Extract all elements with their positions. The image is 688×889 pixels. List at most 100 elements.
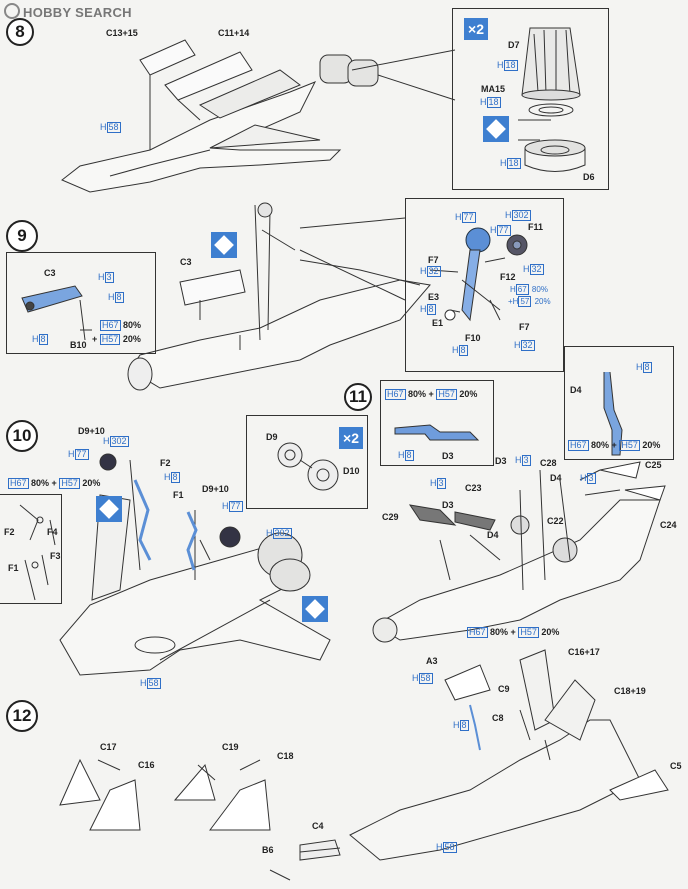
part-c17: C17	[100, 742, 117, 752]
x2-badge: ×2	[339, 427, 363, 449]
part-d6: D6	[583, 172, 595, 182]
part-c25: C25	[645, 460, 662, 470]
step9-gear-detail	[429, 227, 528, 322]
part-f7: F7	[519, 322, 530, 332]
part-c24: C24	[660, 520, 677, 530]
part-e1: E1	[432, 318, 444, 328]
paint-mix-h67-h57: H67 80% + H57 20%	[8, 478, 101, 489]
step9-gear-box	[405, 198, 564, 372]
paint-mix-h67-h57: H67 80% + H57 20%	[385, 389, 478, 400]
part-d3: D3	[495, 456, 507, 466]
step-9: 9	[6, 220, 38, 252]
part-c29: C29	[382, 512, 399, 522]
part-d3: D3	[442, 500, 454, 510]
part-d4: D4	[550, 473, 562, 483]
cement-icon	[302, 596, 328, 622]
part-b10: B10	[70, 340, 87, 350]
part-d3: D3	[442, 451, 454, 461]
paint-mix-h67-h57: H67 80% + H57 20%	[467, 627, 560, 638]
step-10: 10	[6, 420, 38, 452]
watermark-text: HOBBY SEARCH	[23, 5, 132, 20]
part-e3: E3	[428, 292, 440, 302]
step11-d4-inset	[603, 371, 623, 456]
part-f3: F3	[50, 551, 61, 561]
part-f10: F10	[465, 333, 481, 343]
part-d4: D4	[487, 530, 499, 540]
part-c16: C16	[138, 760, 155, 770]
step8-detail-box	[452, 8, 609, 190]
step11-d4-box	[564, 346, 674, 460]
step10-inset	[19, 504, 56, 601]
step-8: 8	[6, 18, 34, 46]
part-c3: C3	[44, 268, 56, 278]
part-c13-15: C13+15	[106, 28, 138, 38]
part-b6: B6	[262, 845, 274, 855]
step9-airframe	[127, 202, 431, 391]
step8-exhaust-detail	[518, 27, 586, 172]
part-c9: C9	[498, 684, 510, 694]
step11-d3-inset	[394, 424, 480, 441]
part-f1: F1	[8, 563, 19, 573]
paint-mix-h67: H67 80%	[100, 320, 142, 331]
part-f2: F2	[4, 527, 15, 537]
paint-mix-h57: + H57 20%	[92, 334, 141, 345]
logo-icon	[4, 3, 20, 19]
step8-airframe	[61, 39, 456, 193]
part-c5: C5	[670, 761, 682, 771]
step-12: 12	[6, 700, 38, 732]
part-ma15: MA15	[481, 84, 506, 94]
part-c18: C18	[277, 751, 294, 761]
part-c28: C28	[540, 458, 557, 468]
cement-icon	[96, 496, 122, 522]
watermark: HOBBY SEARCH	[4, 3, 132, 20]
part-c19: C19	[222, 742, 239, 752]
part-c16-17: C16+17	[568, 647, 600, 657]
step12-tails	[59, 758, 291, 881]
part-c22: C22	[547, 516, 564, 526]
part-c4: C4	[312, 821, 324, 831]
part-f11: F11	[528, 222, 544, 232]
part-f1: F1	[173, 490, 184, 500]
part-f7: F7	[428, 255, 439, 265]
step10-inset-box	[0, 494, 62, 604]
cement-icon	[483, 116, 509, 142]
part-c11-14: C11+14	[218, 28, 250, 38]
part-f12: F12	[500, 272, 516, 282]
x2-badge: ×2	[464, 18, 488, 40]
step10-wheel-detail	[277, 442, 339, 491]
part-c18-19: C18+19	[614, 686, 646, 696]
part-d10: D10	[343, 466, 360, 476]
part-d9-10: D9+10	[78, 426, 105, 436]
part-d4: D4	[570, 385, 582, 395]
step-11: 11	[344, 383, 372, 411]
step10-wheel-box	[246, 415, 368, 509]
paint-mix-h67-h57: H67 80% + H57 20%	[568, 440, 661, 451]
part-c23: C23	[465, 483, 482, 493]
